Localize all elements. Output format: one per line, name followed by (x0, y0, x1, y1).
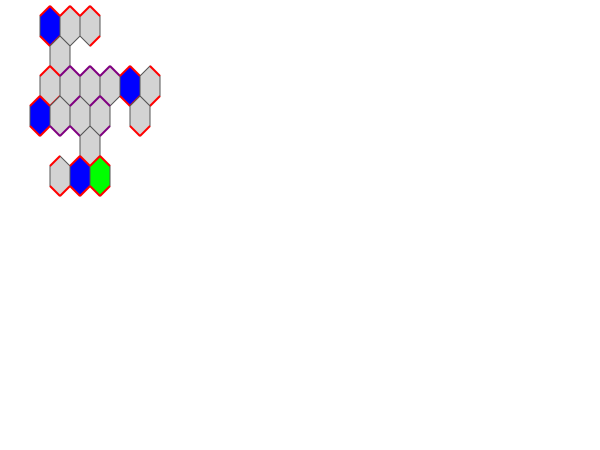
hex-cell-empty[interactable] (129, 95, 151, 137)
hex-edge-red (29, 95, 41, 107)
hex-cell-blue[interactable] (29, 95, 51, 137)
hex-edge-red (79, 5, 91, 17)
hex-edge-red (69, 185, 81, 197)
hex-edge-purple (69, 65, 81, 77)
hex-edge-red (39, 65, 51, 77)
hex-edge-red (139, 125, 151, 137)
hex-edge-red (99, 155, 111, 167)
hex-edge-red (119, 65, 131, 77)
hex-edge-red (29, 125, 41, 137)
hex-edge-red (89, 5, 101, 17)
hex-cell-blue[interactable] (69, 155, 91, 197)
hex-edge-purple (99, 95, 111, 107)
hex-edge-red (119, 95, 131, 107)
hex-edge-purple (79, 65, 91, 77)
hex-edge-purple (89, 65, 101, 77)
hex-edge-red (49, 155, 61, 167)
hex-edge-red (149, 95, 161, 107)
hex-edge-purple (49, 125, 61, 137)
hex-edge-purple (59, 125, 71, 137)
hex-edge-red (39, 125, 51, 137)
hex-edge-red (99, 185, 111, 197)
hex-edge-purple (99, 125, 111, 137)
hex-cell-empty[interactable] (79, 5, 101, 47)
hex-cell-empty[interactable] (59, 5, 81, 47)
hex-cell-empty[interactable] (49, 95, 71, 137)
hex-edge-red (89, 185, 101, 197)
hex-edge-red (49, 5, 61, 17)
hex-edge-purple (89, 95, 101, 107)
hex-edge-red (129, 65, 141, 77)
hex-edge-red (39, 5, 51, 17)
hex-edge-red (69, 5, 81, 17)
hex-cell-empty[interactable] (89, 95, 111, 137)
hex-edge-red (89, 35, 101, 47)
hex-edge-red (79, 155, 91, 167)
hex-edge-red (59, 5, 71, 17)
hex-edge-purple (109, 65, 121, 77)
hex-edge-red (69, 155, 81, 167)
hex-edge-purple (59, 65, 71, 77)
hex-edge-purple (99, 65, 111, 77)
hex-edge-red (49, 185, 61, 197)
hex-cells (29, 5, 161, 197)
hex-cell-empty[interactable] (49, 155, 71, 197)
hex-edge-purple (69, 95, 81, 107)
hex-cell-green[interactable] (89, 155, 111, 197)
hex-edge-red (49, 65, 61, 77)
hex-edge-red (39, 35, 51, 47)
hex-edge-red (39, 95, 51, 107)
hex-edge-red (79, 185, 91, 197)
hex-edge-red (89, 155, 101, 167)
hex-edge-red (129, 125, 141, 137)
hex-edge-purple (69, 125, 81, 137)
hex-edge-red (59, 185, 71, 197)
hex-edge-red (149, 65, 161, 77)
